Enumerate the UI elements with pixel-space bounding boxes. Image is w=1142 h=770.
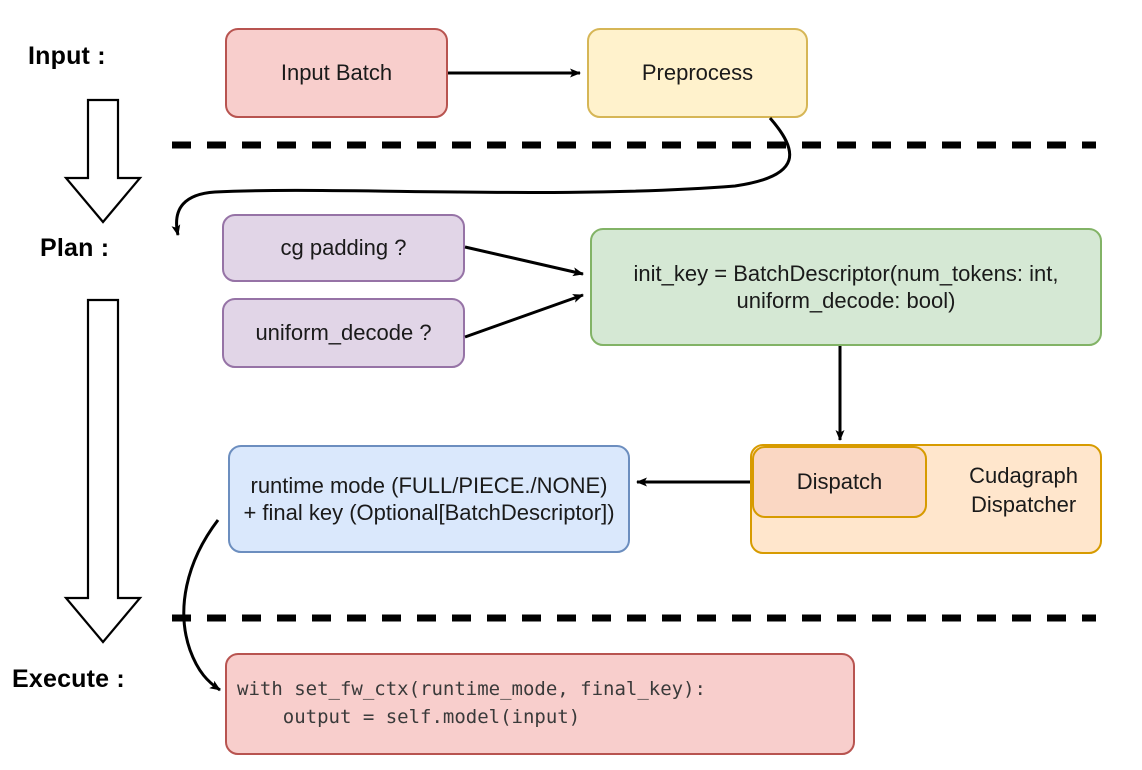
node-cudagraph-dispatcher-line2: Dispatcher [970, 491, 1077, 517]
node-runtime-mode-line2: + final key (Optional[BatchDescriptor]) [243, 500, 615, 525]
node-uniform-decode[interactable]: uniform_decode ? [222, 298, 465, 368]
node-execute-code-line2: output = self.model(input) [237, 706, 581, 728]
node-init-key-line2: uniform_decode: bool) [736, 288, 956, 313]
node-init-key[interactable]: init_key = BatchDescriptor(num_tokens: i… [590, 228, 1102, 346]
node-uniform-decode-label: uniform_decode ? [255, 320, 432, 346]
node-cudagraph-dispatcher-text: Cudagraph Dispatcher [969, 462, 1078, 519]
node-execute-code-text: with set_fw_ctx(runtime_mode, final_key)… [237, 676, 706, 731]
arrow-runtime-mode-to-execute-code [182, 519, 221, 692]
node-cg-padding[interactable]: cg padding ? [222, 214, 465, 282]
node-preprocess[interactable]: Preprocess [587, 28, 808, 118]
arrow-uniform-decode-to-init-key [464, 293, 584, 339]
stage-label-execute: Execute : [12, 665, 125, 693]
node-runtime-mode[interactable]: runtime mode (FULL/PIECE./NONE) + final … [228, 445, 630, 553]
stage-label-plan: Plan : [40, 234, 110, 262]
node-cudagraph-dispatcher-line1: Cudagraph [969, 463, 1078, 488]
node-runtime-mode-line1: runtime mode (FULL/PIECE./NONE) [250, 472, 608, 498]
node-input-batch-label: Input Batch [280, 60, 393, 86]
node-preprocess-label: Preprocess [641, 60, 754, 86]
node-execute-code-line1: with set_fw_ctx(runtime_mode, final_key)… [237, 678, 706, 701]
arrow-cg-padding-to-init-key [464, 245, 584, 277]
node-runtime-mode-text: runtime mode (FULL/PIECE./NONE) + final … [243, 472, 614, 527]
stage-label-input: Input : [28, 42, 106, 70]
node-init-key-line1: init_key = BatchDescriptor(num_tokens: i… [633, 260, 1059, 286]
node-init-key-text: init_key = BatchDescriptor(num_tokens: i… [634, 260, 1059, 315]
node-execute-code[interactable]: with set_fw_ctx(runtime_mode, final_key)… [225, 653, 855, 755]
node-dispatch[interactable]: Dispatch [752, 446, 927, 518]
stage-arrow-input-to-plan [63, 98, 143, 224]
node-input-batch[interactable]: Input Batch [225, 28, 448, 118]
node-cg-padding-label: cg padding ? [280, 235, 407, 261]
stage-arrow-plan-to-execute [63, 298, 143, 644]
node-dispatch-label: Dispatch [796, 469, 883, 495]
